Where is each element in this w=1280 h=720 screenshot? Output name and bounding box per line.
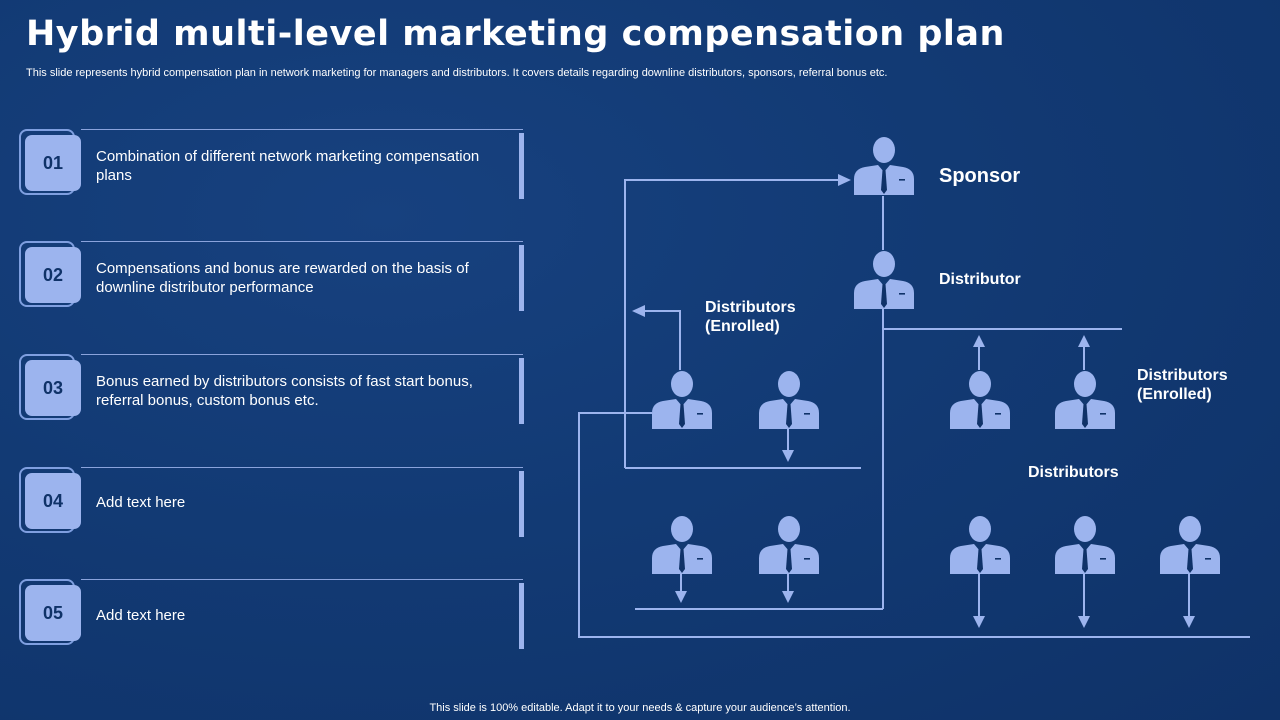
enrolled-right-label: Distributors (Enrolled) — [1137, 367, 1228, 403]
item-number: 01 — [25, 135, 81, 191]
arrowheads — [632, 174, 1195, 628]
item-text: Combination of different network marketi… — [96, 148, 480, 184]
page-title: Hybrid multi-level marketing compensatio… — [26, 14, 1005, 54]
sponsor-label: Sponsor — [939, 165, 1021, 187]
item-text: Compensations and bonus are rewarded on … — [96, 260, 469, 296]
sponsor-person-icon — [854, 137, 914, 195]
enrolled-person-icon — [950, 371, 1010, 429]
item-number: 04 — [25, 473, 81, 529]
connector-lines — [578, 179, 1250, 638]
footer-note: This slide is 100% editable. Adapt it to… — [429, 702, 851, 714]
enrolled-left-label: Distributors (Enrolled) — [705, 299, 796, 335]
enrolled-person-icon — [1055, 371, 1115, 429]
list-item: 01 Combination of different network mark… — [19, 129, 525, 201]
item-text: Bonus earned by distributors consists of… — [96, 373, 473, 409]
distributor-person-icon — [1055, 516, 1115, 574]
distributor-person-icon — [652, 516, 712, 574]
distributors-label: Distributors — [1028, 464, 1119, 481]
distributor-label: Distributor — [939, 271, 1021, 288]
distributor-person-icon — [1160, 516, 1220, 574]
distributor-person-icon — [950, 516, 1010, 574]
list-item: 04 Add text here — [19, 467, 525, 539]
item-number: 02 — [25, 247, 81, 303]
distributor-person-icon — [759, 516, 819, 574]
item-text: Add text here — [96, 494, 186, 511]
enrolled-person-icon — [759, 371, 819, 429]
item-text: Add text here — [96, 607, 186, 624]
enrolled-person-icon — [652, 371, 712, 429]
item-number: 05 — [25, 585, 81, 641]
list-item: 02 Compensations and bonus are rewarded … — [19, 241, 525, 313]
page-subtitle: This slide represents hybrid compensatio… — [26, 67, 888, 79]
list-item: 03 Bonus earned by distributors consists… — [19, 354, 525, 426]
list-item: 05 Add text here — [19, 579, 525, 651]
item-number: 03 — [25, 360, 81, 416]
distributor-person-icon — [854, 251, 914, 309]
